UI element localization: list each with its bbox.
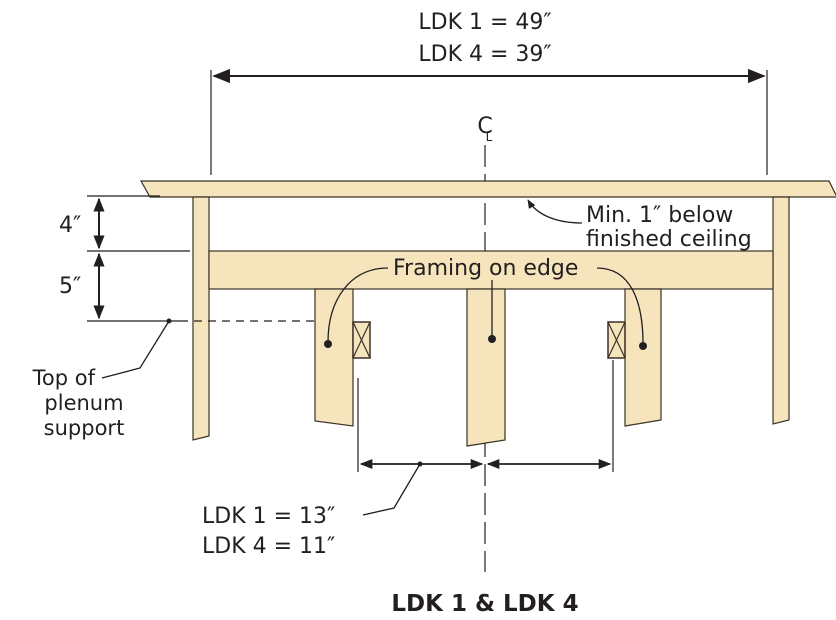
framing-leader-left — [327, 267, 389, 343]
ceiling-note: Min. 1″ below finished ceiling — [527, 199, 752, 252]
finished-ceiling — [139, 180, 836, 198]
blocking-left — [352, 321, 371, 359]
diagram-title: LDK 1 & LDK 4 — [391, 591, 578, 617]
dimension-4-label: 4″ — [59, 213, 81, 238]
framing-note: Framing on edge — [393, 256, 578, 281]
ceiling-note-leader — [527, 199, 583, 224]
spacing-leader — [362, 463, 421, 516]
joist-right — [624, 288, 662, 427]
callout-dot-right — [639, 342, 647, 350]
plenum-note: Top of plenum support — [32, 318, 172, 440]
post-left — [192, 196, 210, 441]
plenum-line1: Top of — [32, 366, 96, 390]
framing-leader-right — [596, 267, 644, 345]
spacing-ldk4: LDK 4 = 11″ — [202, 534, 335, 559]
plenum-leader — [101, 320, 170, 379]
framing-callout: Framing on edge — [324, 256, 647, 350]
plenum-line3: support — [44, 416, 125, 440]
ceiling-note-line1: Min. 1″ below — [586, 203, 733, 228]
post-right — [772, 196, 790, 425]
overall-dimension: LDK 1 = 49″ LDK 4 = 39″ — [210, 10, 768, 175]
dimension-5-label: 5″ — [59, 274, 81, 299]
spacing-ldk1: LDK 1 = 13″ — [202, 504, 335, 529]
callout-dot-center — [488, 335, 496, 343]
callout-dot-left — [324, 340, 332, 348]
centerline-symbol: C — [477, 114, 492, 139]
overall-dimension-ldk1: LDK 1 = 49″ — [418, 10, 551, 35]
ceiling-note-line2: finished ceiling — [586, 227, 752, 252]
overall-dimension-ldk4: LDK 4 = 39″ — [418, 42, 551, 67]
blocking-right — [607, 321, 626, 359]
joist-left — [314, 288, 354, 427]
centerline-subscript: L — [486, 130, 493, 144]
joist-center — [466, 288, 506, 447]
plenum-line2: plenum — [44, 391, 123, 415]
vertical-dimensions: 4″ 5″ — [59, 195, 315, 322]
spacing-dimension: LDK 1 = 13″ LDK 4 = 11″ — [202, 360, 614, 559]
